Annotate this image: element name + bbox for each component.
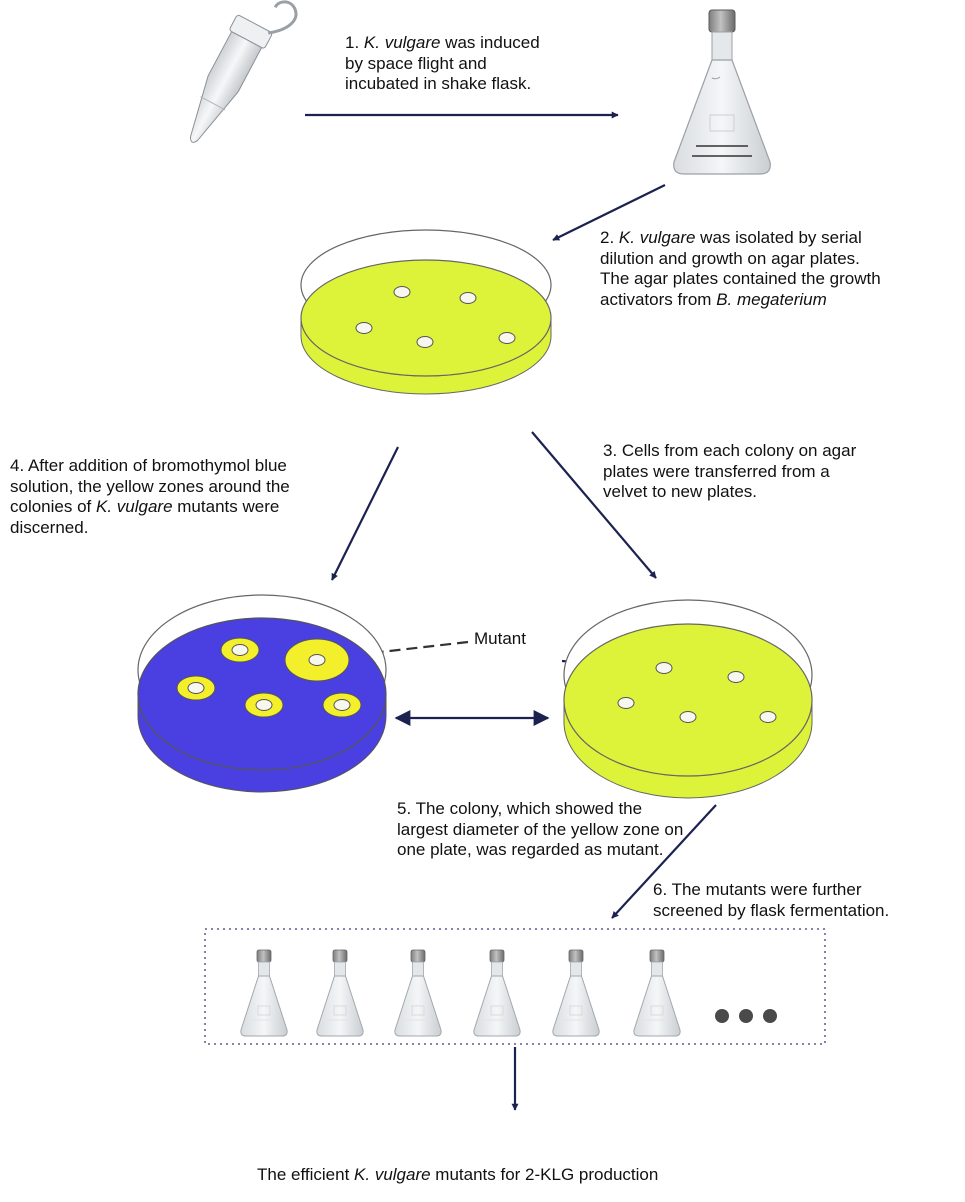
arrow-to-blue-plate <box>331 446 399 581</box>
text-line: plates were transferred from a <box>603 461 830 481</box>
agar-plate-bromothymol-blue <box>137 594 387 793</box>
flask-icon <box>633 949 681 1037</box>
text-line: colonies of K. vulgare mutants were <box>10 497 280 516</box>
text-line: one plate, was regarded as mutant. <box>397 840 664 859</box>
text-line: 6. The mutants were further <box>653 880 862 899</box>
colony-marks <box>617 662 777 723</box>
arrow-step3 <box>531 431 657 579</box>
flask-fermentation-box <box>204 928 826 1045</box>
species-name: K. vulgare <box>618 228 696 247</box>
text-line: discerned. <box>10 517 89 537</box>
microcentrifuge-tube-icon <box>189 0 298 143</box>
text-line: by space flight and <box>345 53 487 73</box>
text-line: 4. After addition of bromothymol blue <box>10 456 287 475</box>
text-line: dilution and growth on agar plates. <box>600 248 860 268</box>
text-line: activators from B. megaterium <box>600 289 827 309</box>
agar-plate-replica <box>563 599 813 799</box>
flask-icon <box>394 949 442 1037</box>
text-line: velvet to new plates. <box>603 482 758 501</box>
text-line: 2. K. vulgare was isolated by serial <box>600 228 862 247</box>
text-line: The agar plates contained the growth <box>600 269 881 288</box>
text-line: incubated in shake flask. <box>345 74 532 93</box>
species-name: B. megaterium <box>716 289 827 309</box>
flask-icon <box>552 949 600 1037</box>
ellipsis-dots-icon <box>715 1009 777 1023</box>
final-outcome-text: The efficient K. vulgare mutants for 2-K… <box>257 1165 658 1186</box>
text-line: 1. K. vulgare was induced <box>345 33 540 52</box>
arrow-step6 <box>611 804 717 919</box>
species-name: K. vulgare <box>363 33 441 52</box>
mutant-label: Mutant <box>474 629 526 650</box>
shake-flask-icon <box>673 9 771 175</box>
text-line: 5. The colony, which showed the <box>397 799 643 818</box>
text-line: 3. Cells from each colony on agar <box>603 441 857 460</box>
colony-marks <box>187 644 351 711</box>
flask-icon <box>316 949 364 1037</box>
flask-icon <box>240 949 288 1037</box>
fermentation-flasks <box>240 949 681 1037</box>
species-name: K. vulgare <box>96 497 173 516</box>
arrow-step2 <box>552 184 666 241</box>
text-line: Mutant <box>474 629 526 648</box>
text-line: screened by flask fermentation. <box>653 900 890 920</box>
text-line: largest diameter of the yellow zone on <box>397 819 684 839</box>
text-line: The efficient K. vulgare mutants for 2-K… <box>257 1165 659 1184</box>
text-line: solution, the yellow zones around the <box>10 476 290 496</box>
species-name: K. vulgare <box>354 1165 431 1184</box>
colony-marks <box>355 286 516 348</box>
flask-icon <box>473 949 521 1037</box>
agar-plate-isolation <box>300 229 552 395</box>
arrow-mutant-left <box>326 640 469 665</box>
